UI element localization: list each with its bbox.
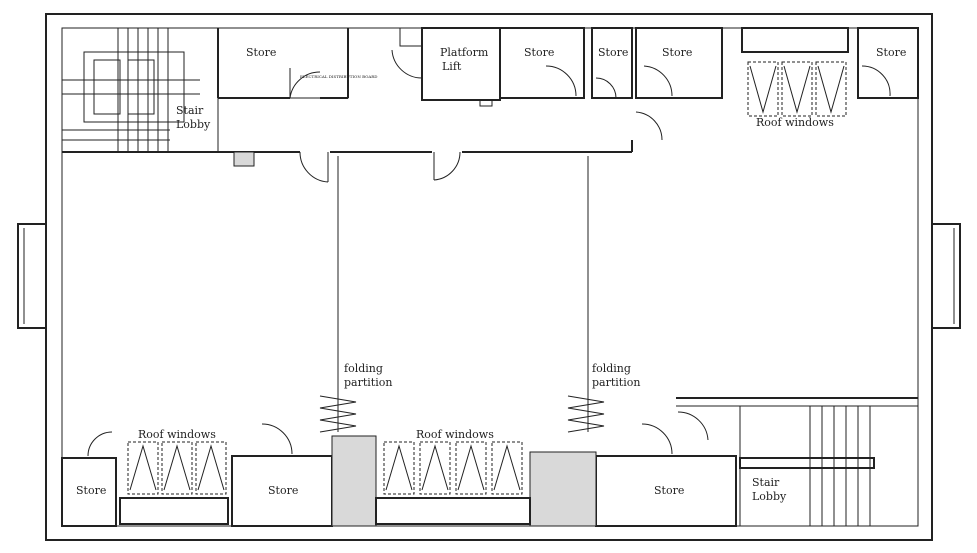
label-stair-lobby-top-1: Stair — [176, 104, 204, 117]
label-store-top-3: Store — [598, 46, 628, 59]
label-electrical-board: ELECTRICAL DISTRIBUTION BOARD — [300, 74, 378, 79]
label-platform-lift-2: Lift — [442, 60, 462, 73]
folding-partition-left-symbol — [319, 395, 357, 433]
column-bottom-right — [529, 451, 597, 527]
stair-steps-top — [62, 28, 200, 152]
label-store-top-left: Store — [246, 46, 276, 59]
label-store-bottom-2: Store — [268, 484, 298, 497]
store-top-3 — [591, 27, 633, 99]
label-store-top-4: Store — [662, 46, 692, 59]
stair-steps-bottom — [809, 406, 871, 526]
label-roof-windows-bottom-mid: Roof windows — [416, 428, 494, 441]
label-stair-lobby-top-2: Lobby — [176, 118, 211, 131]
label-store-bottom-left: Store — [76, 484, 106, 497]
label-store-top-2: Store — [524, 46, 554, 59]
store-bottom-left — [61, 457, 117, 527]
label-folding-partition-right-2: partition — [592, 376, 640, 389]
right-bay — [931, 223, 961, 329]
label-stair-lobby-bottom-2: Lobby — [752, 490, 787, 503]
label-stair-lobby-bottom-1: Stair — [752, 476, 780, 489]
door-corridor-left — [299, 151, 329, 183]
roof-windows-bottom-left — [127, 441, 227, 495]
column-bottom-left — [331, 435, 377, 527]
roof-windows-bottom-mid — [383, 441, 523, 495]
label-platform-lift-1: Platform — [440, 46, 489, 59]
door-store-top-4 — [643, 65, 673, 97]
column-top — [233, 151, 255, 167]
label-store-bottom-3: Store — [654, 484, 684, 497]
door-store-top-left — [289, 71, 321, 99]
door-store-bottom-3 — [641, 423, 673, 455]
door-store-bottom-left — [87, 431, 113, 457]
store-top-left — [217, 27, 349, 99]
door-stair-lobby-bottom — [677, 411, 709, 441]
stair-lobby-bottom — [739, 405, 919, 527]
stair-lobby-top — [61, 27, 219, 153]
label-folding-partition-right-1: folding — [592, 362, 631, 375]
left-bay — [17, 223, 47, 329]
roof-windows-top — [747, 61, 847, 117]
door-store-top-3 — [595, 77, 617, 99]
roof-window-frame-top — [741, 27, 849, 53]
door-store-bottom-2 — [261, 423, 293, 455]
label-folding-partition-left-1: folding — [344, 362, 383, 375]
door-platform-lift — [391, 49, 423, 79]
door-store-top-2 — [545, 65, 577, 97]
inner-wall-line — [61, 27, 919, 527]
store-top-4 — [635, 27, 723, 99]
label-roof-windows-top: Roof windows — [756, 116, 834, 129]
outer-wall — [45, 13, 933, 541]
label-store-top-right: Store — [876, 46, 906, 59]
label-roof-windows-bottom-left: Roof windows — [138, 428, 216, 441]
folding-partition-right-symbol — [567, 395, 605, 433]
door-corridor-mid — [433, 151, 461, 181]
label-folding-partition-left-2: partition — [344, 376, 392, 389]
door-store-top-right — [861, 65, 891, 97]
store-top-right — [857, 27, 919, 99]
store-top-2 — [499, 27, 585, 99]
